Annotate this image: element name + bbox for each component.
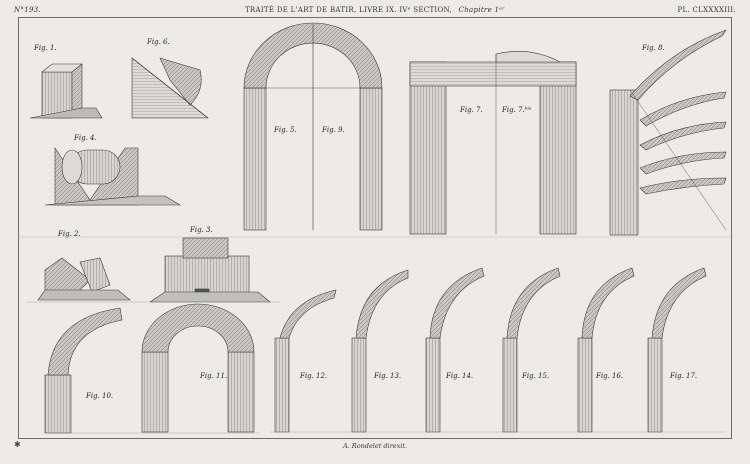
fig3-blocks (149, 237, 271, 303)
fig2-blocks (37, 257, 131, 301)
corner-mark: ✱ (14, 440, 21, 449)
plate-frame (18, 17, 732, 439)
fig6-caption: Fig. 6. (147, 38, 170, 46)
fig12-arch (274, 289, 337, 433)
construction-lines (26, 301, 725, 434)
fig2-caption: Fig. 2. (58, 230, 81, 238)
fig1-caption: Fig. 1. (34, 44, 57, 52)
plate-number-right: PL. CLXXXXIII. (677, 6, 736, 14)
fig17-caption: Fig. 17. (670, 372, 698, 380)
fig15-arch (502, 267, 561, 433)
fig7-caption: Fig. 7. (460, 106, 483, 114)
plate-number-left: N°193. (14, 6, 42, 14)
fig7-portal (409, 51, 577, 235)
fig10-arch (44, 307, 123, 434)
fig14-arch (425, 267, 485, 433)
fig4-caption: Fig. 4. (74, 134, 97, 142)
plate-title-text: TRAITÉ DE L'ART DE BATIR, LIVRE IX. IVᵉ … (244, 6, 453, 14)
fig15-caption: Fig. 15. (522, 372, 550, 380)
fig5-caption: Fig. 5. (274, 126, 297, 134)
fig16-arch (577, 267, 635, 433)
fig6-block (131, 57, 209, 119)
fig14-caption: Fig. 14. (446, 372, 474, 380)
fig12-caption: Fig. 12. (300, 372, 328, 380)
plate-title: TRAITÉ DE L'ART DE BATIR, LIVRE IX. IVᵉ … (0, 6, 750, 14)
engraver-credit: A. Rondelet direxit. (342, 442, 408, 450)
fig9-caption: Fig. 9. (322, 126, 345, 134)
fig1-cube (29, 63, 103, 119)
fig10-caption: Fig. 10. (86, 392, 114, 400)
fig7bis-caption: Fig. 7.ᵇⁱˢ (502, 106, 532, 114)
fig8-caption: Fig. 8. (642, 44, 665, 52)
fig4-cylinder (44, 147, 182, 206)
fig17-arch (647, 267, 707, 433)
fig8-ribs (609, 29, 727, 236)
fig11-caption: Fig. 11. (200, 372, 228, 380)
fig5-fig9-arch (243, 22, 383, 231)
plate-chapter: Chapitre 1ᵉʳ (458, 6, 506, 14)
fig3-caption: Fig. 3. (190, 226, 213, 234)
fig11-arch (141, 303, 255, 433)
fig13-caption: Fig. 13. (374, 372, 402, 380)
fig16-caption: Fig. 16. (596, 372, 624, 380)
fig13-arch (351, 269, 409, 433)
